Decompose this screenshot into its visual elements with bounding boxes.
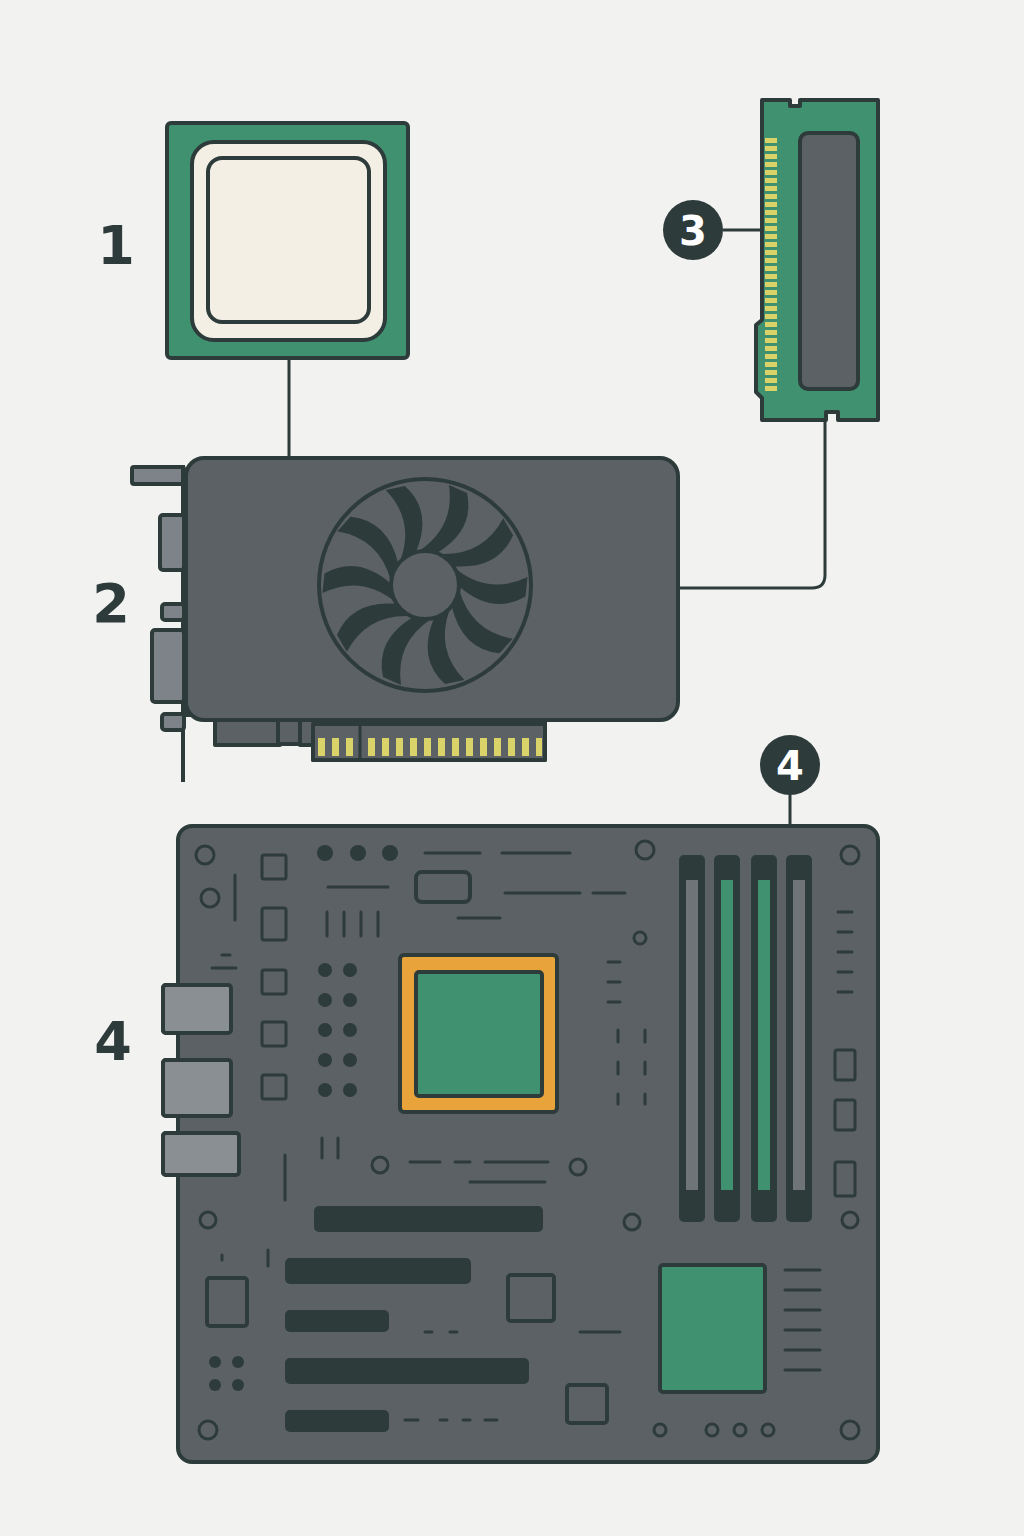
callout-number: 4 [94,1015,132,1069]
callout-number: 3 [679,211,707,251]
callout-number: 2 [92,577,130,631]
callout-number: 4 [776,746,804,786]
callout-number: 1 [97,219,135,273]
